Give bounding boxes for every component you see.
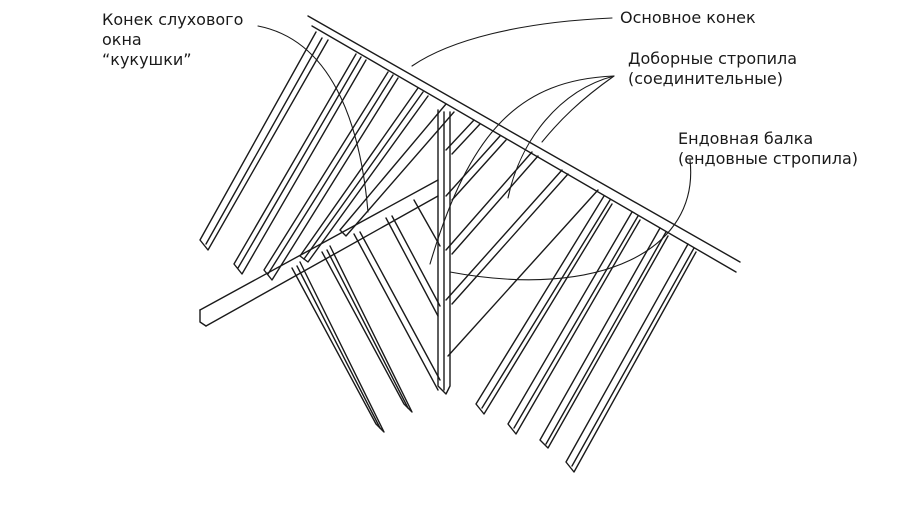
label-valley-beam: Ендовная балка (ендовные стропила)	[678, 129, 858, 169]
jack-rafters	[445, 119, 599, 357]
dormer-ridge-board	[199, 179, 439, 327]
label-dormer-ridge-line-2: окна	[102, 30, 142, 49]
leader-valley	[449, 159, 692, 281]
leader-dormer-ridge	[257, 25, 369, 213]
label-main-ridge-text: Основное конек	[620, 8, 756, 27]
leader-jack-3	[541, 75, 615, 143]
label-jack-rafters-line-1: Доборные стропила	[628, 49, 798, 68]
main-rafters-left	[199, 31, 455, 281]
leader-lines	[257, 17, 692, 281]
label-valley-beam-line-2: (ендовные стропила)	[678, 149, 859, 168]
valley-beam	[437, 109, 451, 395]
leader-main-ridge	[411, 17, 613, 67]
main-rafters-right	[475, 195, 697, 473]
label-jack-rafters: Доборные стропила (соединительные)	[628, 49, 797, 89]
main-ridge-board	[307, 15, 741, 273]
label-jack-rafters-line-2: (соединительные)	[628, 69, 783, 88]
label-valley-beam-line-1: Ендовная балка	[678, 129, 814, 148]
label-dormer-ridge: Конек слухового окна “кукушки”	[102, 10, 243, 70]
label-dormer-ridge-line-3: “кукушки”	[102, 50, 192, 69]
leader-jack-1	[429, 75, 615, 265]
dormer-rafters	[291, 199, 441, 433]
leader-jack-2	[507, 75, 615, 199]
label-dormer-ridge-line-1: Конек слухового	[102, 10, 244, 29]
label-main-ridge: Основное конек	[620, 8, 756, 28]
